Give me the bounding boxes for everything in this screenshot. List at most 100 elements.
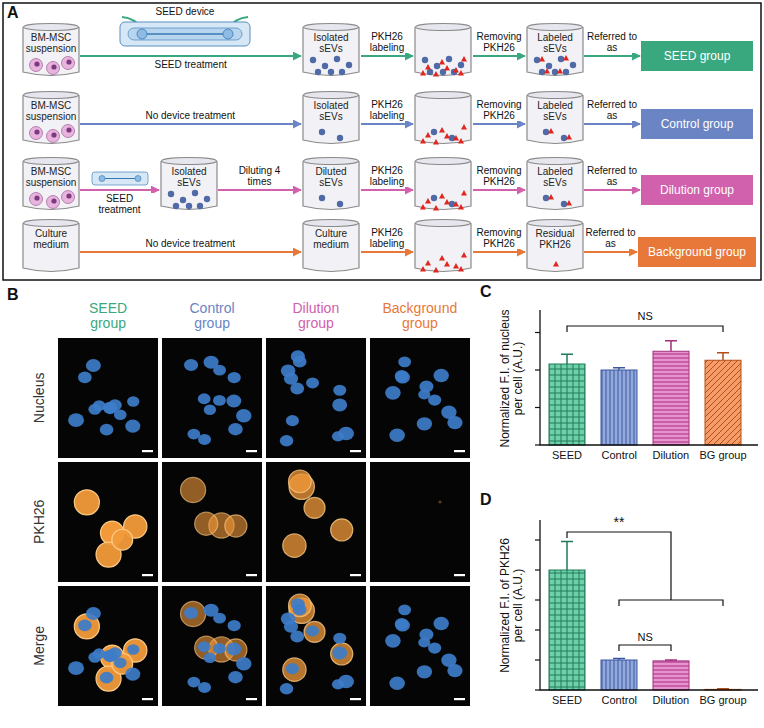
bar bbox=[705, 360, 741, 445]
beaker-label: Residual PKH26 bbox=[528, 218, 582, 250]
sev-particle bbox=[204, 196, 210, 202]
nucleus-stain bbox=[291, 598, 305, 610]
pkh26-dye bbox=[433, 205, 439, 211]
sev-particle bbox=[173, 203, 179, 209]
nucleus-stain bbox=[108, 647, 122, 659]
nucleus-stain bbox=[78, 620, 92, 632]
pkh26-dye bbox=[458, 138, 464, 144]
flow-arrow bbox=[584, 251, 637, 253]
nucleus-stain bbox=[213, 643, 226, 654]
flow-arrow bbox=[80, 251, 301, 253]
nucleus-stain bbox=[114, 409, 127, 420]
nucleus-stain bbox=[417, 665, 432, 678]
step-label: PKH26 labeling bbox=[361, 227, 413, 249]
nucleus-stain bbox=[428, 394, 441, 405]
beaker: Culture medium bbox=[22, 218, 80, 274]
significance-label: ** bbox=[614, 515, 625, 531]
beaker-rim bbox=[416, 220, 471, 227]
scale-bar bbox=[350, 574, 361, 576]
nucleus-stain bbox=[198, 434, 211, 445]
beaker: Residual PKH26 bbox=[526, 218, 584, 274]
pkh26-signal bbox=[288, 470, 311, 493]
significance-label: NS bbox=[638, 631, 653, 643]
device-channel bbox=[128, 28, 242, 40]
cell-nucleus bbox=[34, 129, 39, 134]
row-header: Nucleus bbox=[32, 373, 48, 424]
sev-particle bbox=[543, 195, 549, 201]
nucleus-stain bbox=[228, 372, 241, 383]
nucleus-stain bbox=[385, 386, 401, 400]
nucleus-stain bbox=[395, 370, 409, 382]
nucleus-stain bbox=[198, 682, 211, 693]
micrograph-background bbox=[266, 338, 366, 458]
bar-hatch bbox=[653, 351, 689, 445]
beaker: BM-MSC suspension bbox=[22, 156, 80, 212]
error-bar bbox=[613, 659, 625, 661]
error-bar bbox=[665, 659, 677, 661]
nucleus-stain bbox=[306, 625, 319, 636]
pkh26-dye bbox=[439, 59, 445, 65]
cell bbox=[47, 130, 60, 143]
sev-particle bbox=[561, 201, 567, 207]
pkh26-dye bbox=[566, 200, 572, 206]
significance-brackets bbox=[567, 326, 723, 651]
pkh26-dye bbox=[458, 70, 464, 76]
category-label: Dilution bbox=[653, 694, 690, 706]
cell-nucleus bbox=[66, 127, 71, 132]
device-chip bbox=[92, 172, 148, 185]
row-header: Merge bbox=[32, 626, 48, 666]
pkh26-signal bbox=[283, 658, 306, 681]
nucleus-stain bbox=[389, 428, 404, 441]
sev-particle bbox=[534, 57, 540, 63]
scale-bar bbox=[350, 698, 361, 700]
micrograph-background bbox=[266, 462, 366, 582]
edge-label: Referred to as bbox=[586, 99, 638, 121]
sev-particle bbox=[458, 62, 464, 68]
nucleus-stain bbox=[333, 633, 346, 644]
category-label: BG group bbox=[700, 694, 747, 706]
pkh26-signal bbox=[74, 490, 99, 515]
nucleus-stain bbox=[86, 359, 101, 372]
pkh26-dye bbox=[458, 204, 464, 210]
nucleus-stain bbox=[204, 405, 216, 415]
beaker-rim bbox=[528, 92, 583, 99]
panel-frame bbox=[3, 3, 761, 280]
pkh26-dye bbox=[461, 252, 467, 258]
beaker-label: BM-MSC suspension bbox=[24, 156, 78, 188]
group-box: Background group bbox=[638, 237, 756, 267]
device-chamber bbox=[137, 29, 147, 39]
flow-arrow bbox=[584, 189, 640, 191]
beaker: Diluted sEVs bbox=[302, 156, 360, 212]
beaker-rim bbox=[24, 24, 79, 31]
bar-hatch bbox=[601, 660, 637, 690]
nucleus-stain bbox=[236, 409, 252, 423]
category-label: Control bbox=[602, 694, 637, 706]
pkh26-dye bbox=[458, 266, 464, 272]
nucleus-stain bbox=[228, 620, 241, 631]
nucleus-stain bbox=[204, 653, 216, 663]
significance-bracket bbox=[619, 600, 723, 606]
pkh26-dye bbox=[461, 124, 467, 130]
sev-particle bbox=[180, 197, 186, 203]
beaker-label: Labeled sEVs bbox=[528, 22, 582, 54]
beaker-rim bbox=[24, 158, 79, 165]
column-header: Background group bbox=[383, 301, 458, 332]
beaker-label: Culture medium bbox=[304, 218, 358, 250]
bar-chart bbox=[535, 310, 758, 445]
pkh26-signal bbox=[304, 621, 325, 642]
sev-particle bbox=[543, 129, 549, 135]
nucleus-stain bbox=[100, 672, 114, 684]
sev-particle bbox=[427, 69, 433, 75]
group-label: SEED group bbox=[661, 49, 734, 63]
nucleus-stain bbox=[389, 676, 404, 689]
cell bbox=[62, 125, 75, 138]
device-channel bbox=[102, 178, 138, 179]
nucleus-stain bbox=[78, 372, 92, 384]
axis-tick bbox=[535, 369, 540, 370]
group-box: Dilution group bbox=[641, 175, 753, 205]
bar-hatch bbox=[549, 364, 585, 445]
device-chip bbox=[120, 22, 250, 46]
cell-nucleus bbox=[34, 61, 39, 66]
pkh26-dye bbox=[563, 55, 569, 61]
micrograph-background bbox=[162, 462, 262, 582]
